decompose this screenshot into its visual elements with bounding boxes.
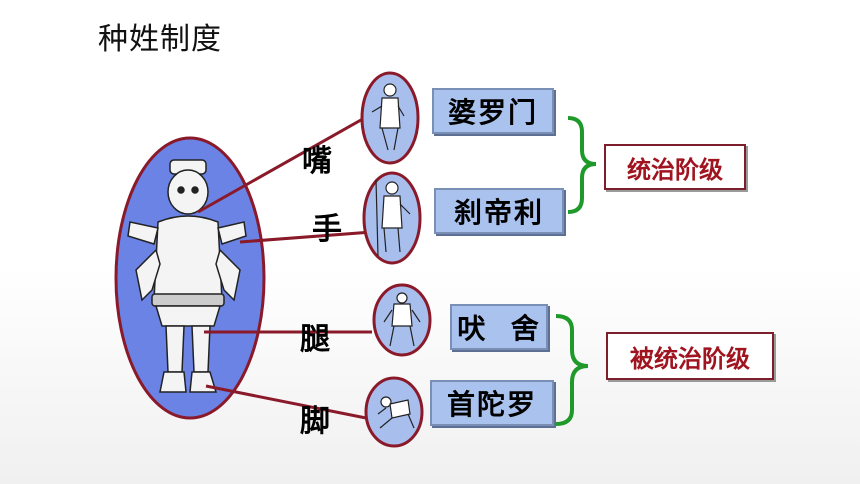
caste-box-kshatriya: 刹帝利: [434, 188, 564, 234]
medallion-shudra: [364, 376, 424, 448]
brace-ruled: [555, 314, 589, 426]
caste-box-shudra: 首陀罗: [430, 380, 554, 426]
label-mouth: 嘴: [302, 144, 332, 179]
brace-ruling: [567, 116, 597, 214]
connector-mouth: [197, 114, 369, 214]
medallion-vaishya: [372, 283, 432, 357]
connector-foot: [205, 384, 367, 420]
connector-hand: [239, 230, 373, 244]
caste-box-vaishya: 吠 舍: [450, 304, 548, 350]
class-box-ruling: 统治阶级: [604, 144, 746, 190]
label-foot: 脚: [300, 404, 330, 439]
caste-box-brahmin: 婆罗门: [432, 88, 554, 134]
label-leg: 腿: [300, 322, 330, 357]
label-hand: 手: [312, 212, 342, 247]
page-title: 种姓制度: [98, 22, 222, 57]
class-box-ruled: 被统治阶级: [606, 332, 774, 380]
deity-figure: [127, 159, 247, 393]
medallion-brahmin: [360, 71, 420, 165]
medallion-kshatriya: [362, 171, 422, 265]
